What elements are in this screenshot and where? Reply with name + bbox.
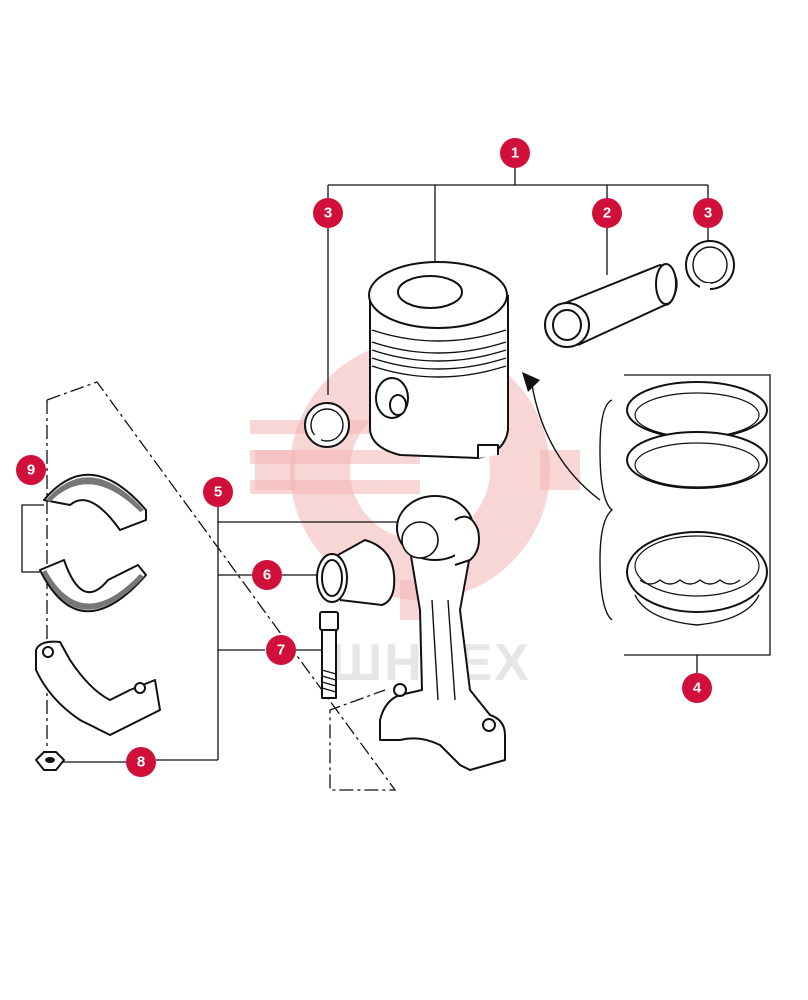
svg-text:2: 2 bbox=[603, 205, 611, 222]
piston-ring-set bbox=[626, 381, 768, 626]
svg-text:6: 6 bbox=[263, 567, 271, 584]
callout-3-right: 3 bbox=[693, 198, 723, 228]
callout-4: 4 bbox=[682, 673, 712, 703]
bearing-shell-upper bbox=[43, 473, 147, 531]
svg-text:3: 3 bbox=[704, 205, 712, 222]
cap-bolt bbox=[319, 611, 339, 699]
callout-1: 1 bbox=[500, 138, 530, 168]
bearing-cap bbox=[35, 640, 161, 736]
callout-2: 2 bbox=[592, 198, 622, 228]
svg-text:3: 3 bbox=[324, 205, 332, 222]
small-end-bushing bbox=[316, 539, 396, 606]
callout-9: 9 bbox=[16, 455, 46, 485]
install-arrow bbox=[522, 372, 614, 621]
svg-text:1: 1 bbox=[511, 145, 519, 162]
nut bbox=[35, 751, 65, 771]
callout-7: 7 bbox=[266, 635, 296, 665]
callout-5: 5 bbox=[203, 477, 233, 507]
piston bbox=[368, 261, 509, 459]
circlip-left bbox=[304, 402, 350, 448]
callout-3-left: 3 bbox=[313, 198, 343, 228]
svg-text:9: 9 bbox=[27, 462, 35, 479]
svg-text:4: 4 bbox=[693, 680, 702, 697]
svg-text:7: 7 bbox=[277, 642, 285, 659]
svg-text:8: 8 bbox=[137, 754, 145, 771]
callout-6: 6 bbox=[252, 560, 282, 590]
circlip-right bbox=[685, 240, 735, 290]
svg-text:5: 5 bbox=[214, 484, 222, 501]
piston-pin bbox=[544, 263, 678, 348]
bearing-shell-lower bbox=[39, 559, 147, 613]
connecting-rod bbox=[379, 495, 506, 771]
callout-8: 8 bbox=[126, 747, 156, 777]
